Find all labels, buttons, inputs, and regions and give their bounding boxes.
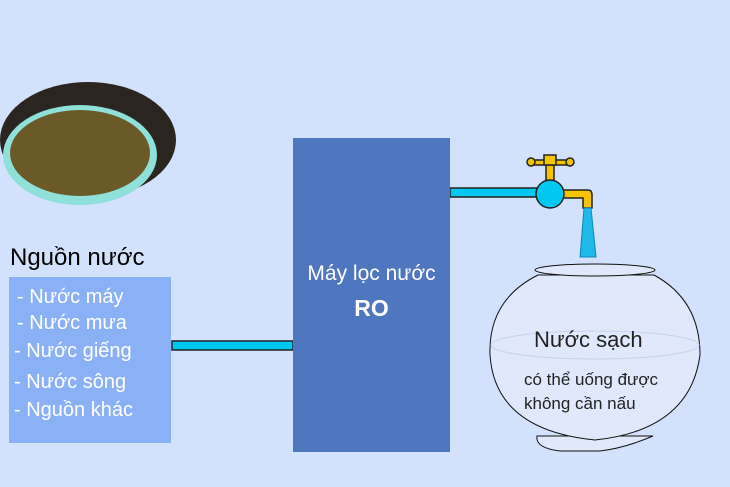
source-item: - Nước sông bbox=[14, 371, 127, 393]
water-stream bbox=[579, 207, 597, 258]
inlet-pipe bbox=[171, 340, 294, 351]
outlet-pipe bbox=[449, 187, 543, 198]
filter-type: RO bbox=[354, 295, 389, 321]
source-list: - Nước máy - Nước mưa - Nước giếng - Nướ… bbox=[9, 277, 171, 443]
source-item: - Nước giếng bbox=[14, 340, 132, 362]
source-item: - Nước máy bbox=[17, 286, 124, 308]
faucet-icon bbox=[526, 154, 593, 209]
clean-water-caption: có thể uống được bbox=[524, 370, 659, 389]
ro-filter-box: Máy lọc nước RO bbox=[293, 138, 450, 452]
clean-water-caption: không cần nấu bbox=[524, 394, 636, 413]
filter-label: Máy lọc nước bbox=[307, 262, 436, 285]
glass-bowl bbox=[489, 263, 701, 452]
source-title: Nguồn nước bbox=[10, 244, 145, 271]
dirty-water-photo bbox=[0, 82, 176, 205]
clean-water-title: Nước sạch bbox=[534, 327, 643, 352]
source-item: - Nguồn khác bbox=[14, 399, 133, 421]
source-item: - Nước mưa bbox=[17, 312, 127, 334]
